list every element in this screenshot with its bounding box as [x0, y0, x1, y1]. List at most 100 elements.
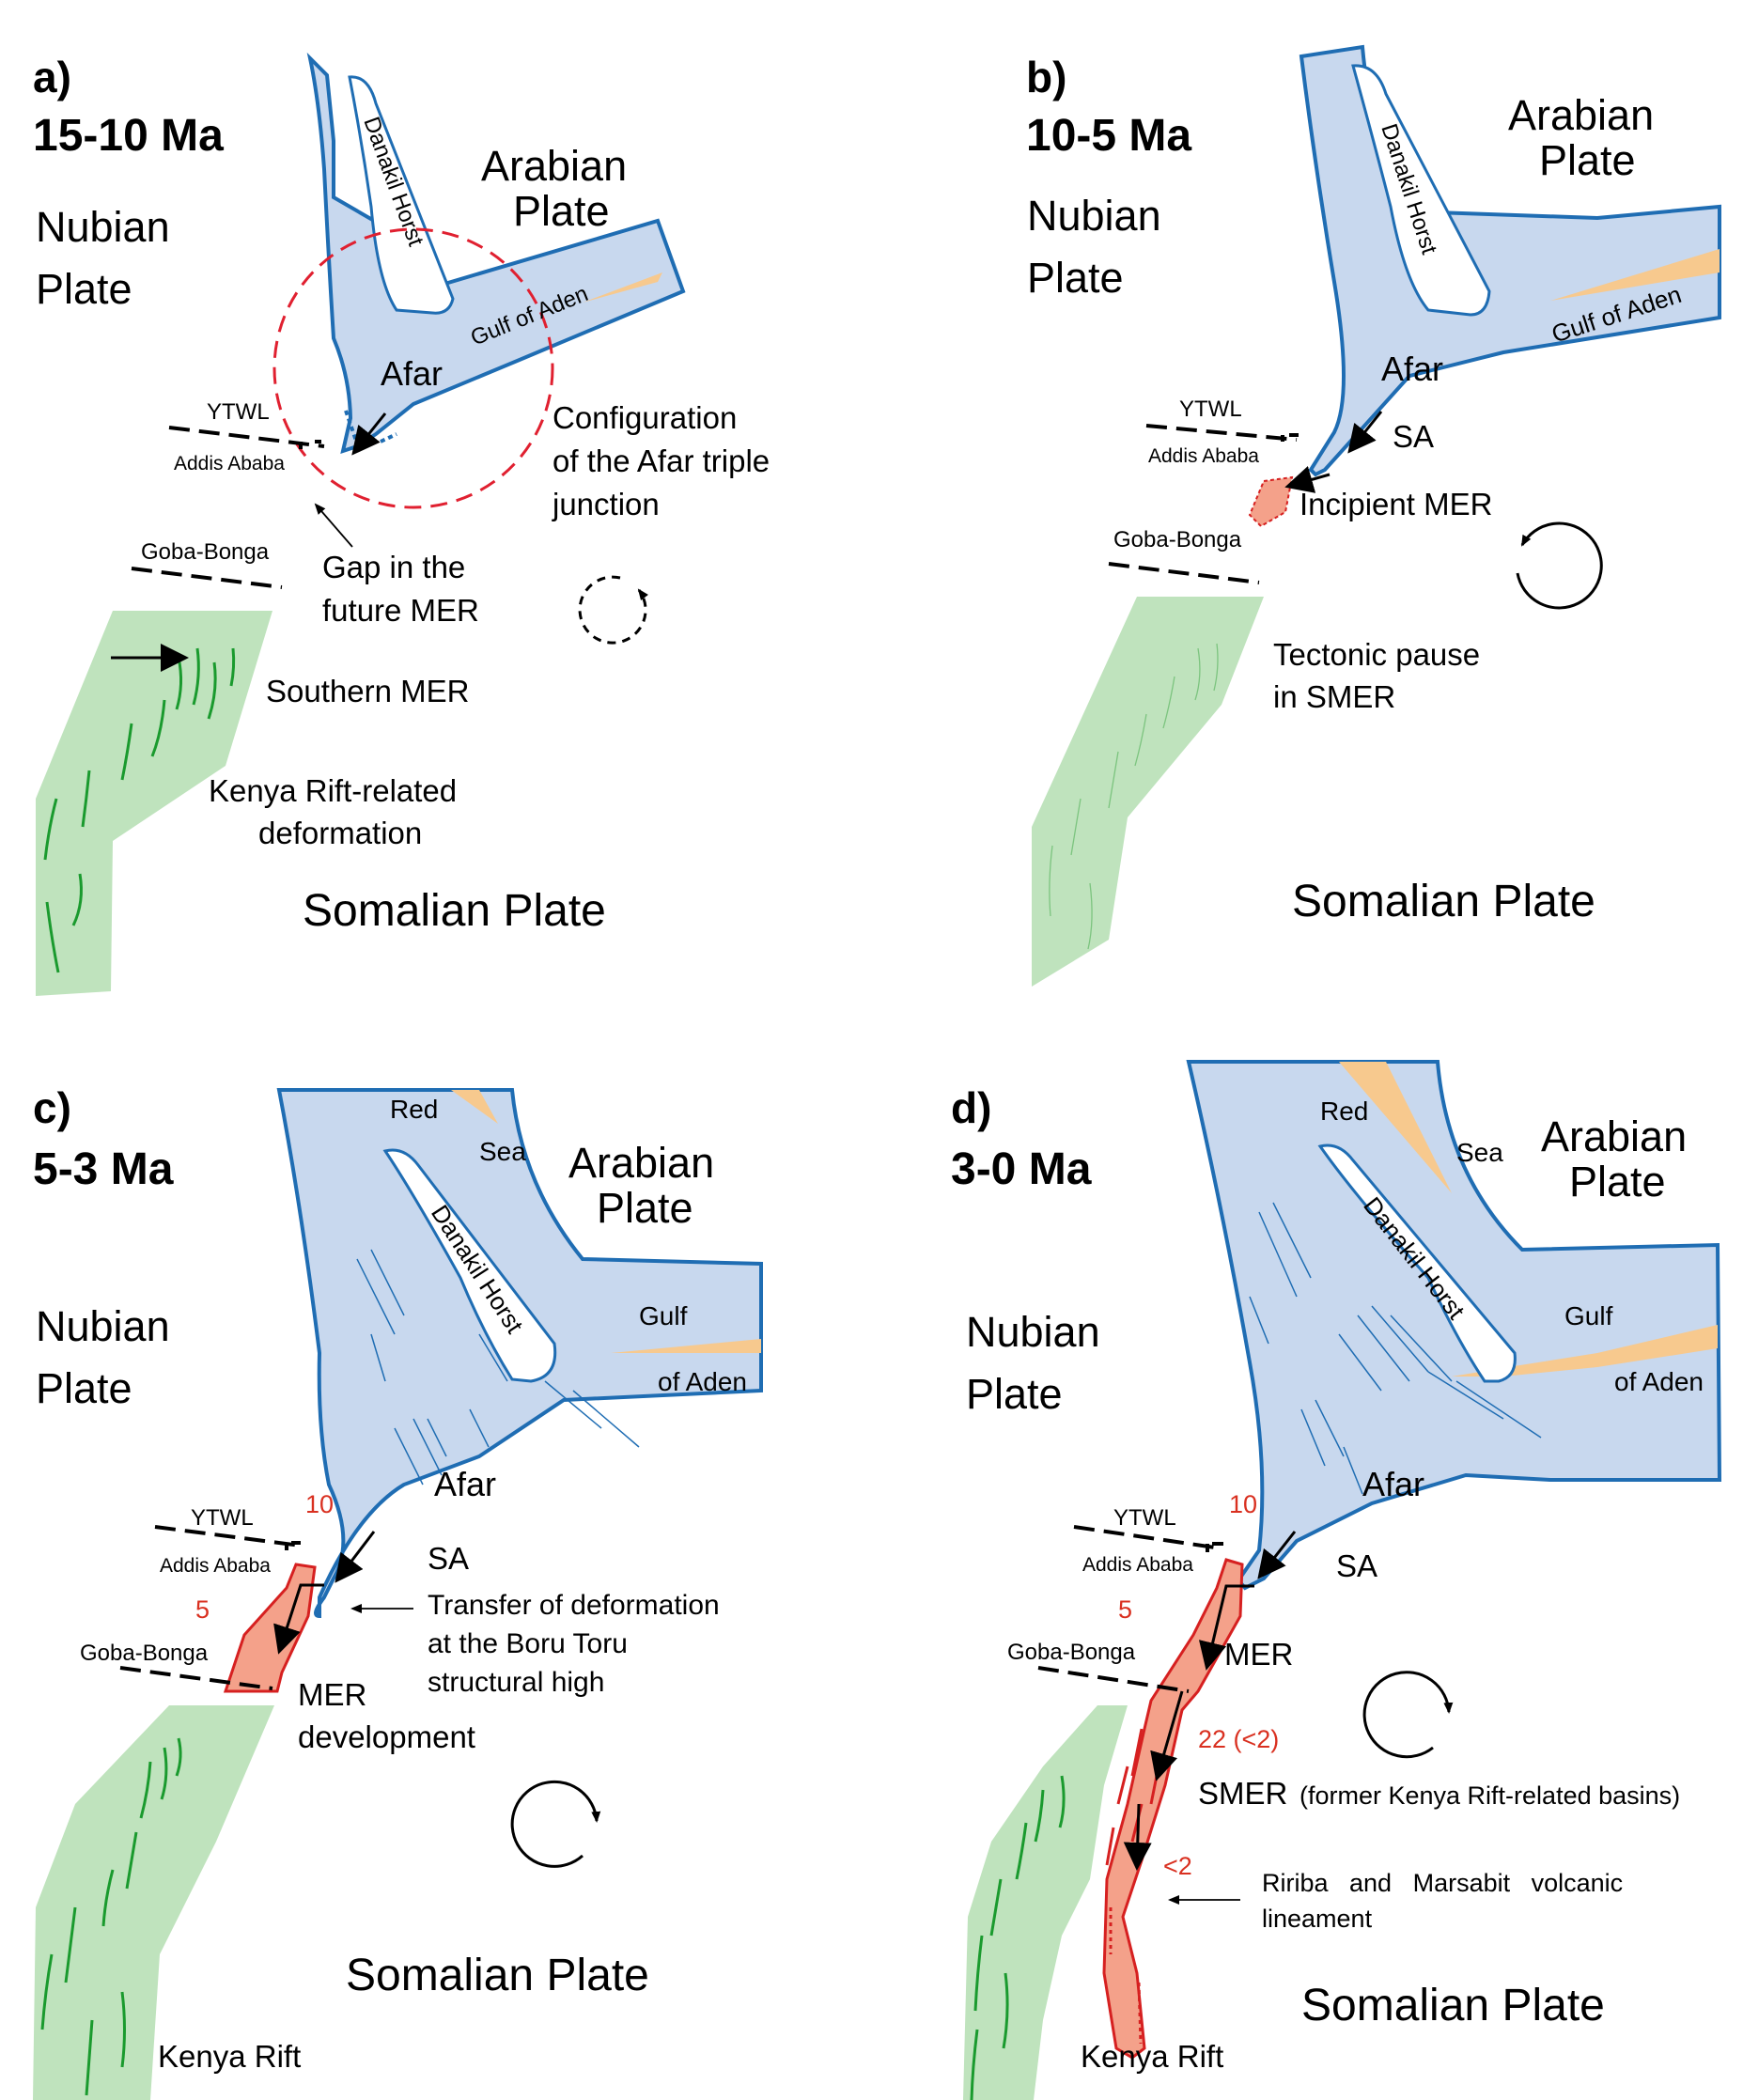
ytwl-line-b — [1145, 424, 1298, 442]
ytwl-a: YTWL — [207, 399, 270, 425]
arabian-plate-b-2: Plate — [1539, 136, 1636, 184]
nubian-plate-c-1: Nubian — [36, 1302, 170, 1350]
rotation-d — [1362, 1671, 1454, 1759]
panel-b: b) 10-5 Ma Nubian Plate Arabian Plate Da… — [1026, 44, 1721, 987]
panel-d: d) 3-0 Ma Red Sea Nubian Plate Arabian P… — [951, 1060, 1722, 2100]
incipient-arrow — [1284, 465, 1331, 493]
ytwl-c: YTWL — [191, 1505, 254, 1531]
ytwl-step-c — [285, 1541, 301, 1550]
incipient-mer-b: Incipient MER — [1299, 487, 1492, 521]
rotation-b — [1516, 521, 1603, 610]
incipient-mer-zone — [1248, 475, 1294, 528]
extension-arrow — [351, 412, 387, 456]
panel-c-label: c) — [33, 1083, 71, 1132]
ytwl-line — [168, 426, 325, 448]
kenya-rift-zone-c — [33, 1705, 274, 2100]
gap-pointer — [314, 503, 353, 548]
age-22-d: 22 (<2) — [1198, 1725, 1279, 1753]
danakil-horst — [348, 75, 455, 315]
afar-faults-c — [356, 1249, 640, 1486]
rotation-c — [510, 1780, 601, 1868]
panel-a-label: a) — [33, 53, 71, 101]
age-10-d: 10 — [1229, 1490, 1257, 1518]
kenya-a-2: deformation — [258, 816, 422, 850]
blue-dashed-2 — [380, 432, 397, 443]
kenya-rift-zone-d — [963, 1705, 1128, 2100]
sea-d: Sea — [1456, 1138, 1503, 1167]
transfer-arrow-c — [273, 1583, 324, 1655]
ytwl-line-d — [1073, 1525, 1222, 1550]
mer-c-1: MER — [298, 1677, 366, 1712]
config-a-3: junction — [552, 487, 660, 521]
afar-rift-area — [306, 52, 686, 455]
panel-c-age: 5-3 Ma — [33, 1144, 174, 1194]
red-d: Red — [1320, 1097, 1368, 1126]
age-5-d: 5 — [1118, 1595, 1132, 1624]
addis-ababa-b: Addis Ababa — [1148, 445, 1259, 467]
ririba-d-2: lineament — [1262, 1905, 1373, 1933]
kenya-rift-zone-b — [1032, 597, 1264, 987]
afar-faults-d — [1249, 1202, 1542, 1495]
arabian-plate-c-1: Arabian — [568, 1139, 714, 1187]
extension-arrow-c — [335, 1531, 376, 1583]
ytwl-line-c — [154, 1525, 302, 1548]
afar-d: Afar — [1362, 1465, 1424, 1503]
red-c: Red — [390, 1095, 438, 1124]
kenya-faults-c — [40, 1737, 182, 2096]
goba-bonga-line-c — [119, 1666, 273, 1690]
transfer-c-2: at the Boru Toru — [428, 1628, 628, 1659]
config-a-1: Configuration — [552, 400, 737, 435]
smer-d: SMER — [1198, 1776, 1287, 1811]
smer-note-d: (former Kenya Rift-related basins) — [1299, 1781, 1680, 1810]
gulf-oceanic-d — [1452, 1325, 1718, 1377]
panel-b-age: 10-5 Ma — [1026, 111, 1191, 161]
danakil-horst-d — [1317, 1143, 1517, 1383]
panel-d-age: 3-0 Ma — [951, 1144, 1092, 1194]
afar-a: Afar — [381, 354, 443, 393]
gulf-oceanic-c — [611, 1339, 761, 1353]
red-sea-oceanic-c — [451, 1090, 498, 1124]
ytwl-step-b — [1281, 433, 1299, 442]
nubian-plate-c-2: Plate — [36, 1364, 132, 1412]
rotation-dashed — [578, 575, 649, 645]
gulf-d-1: Gulf — [1564, 1301, 1613, 1330]
gulf-c-1: Gulf — [639, 1301, 688, 1330]
nubian-plate-b-1: Nubian — [1027, 192, 1161, 240]
ytwl-b: YTWL — [1179, 397, 1242, 422]
age-lt2-d: <2 — [1163, 1852, 1192, 1880]
kenya-rift-d: Kenya Rift — [1081, 2039, 1223, 2074]
afar-c: Afar — [434, 1465, 496, 1503]
somalian-plate-c: Somalian Plate — [346, 1951, 649, 2000]
smer-arrow-d1 — [1150, 1690, 1184, 1781]
nubian-plate-a-1: Nubian — [36, 203, 170, 251]
kenya-faults — [43, 647, 236, 973]
pause-b-1: Tectonic pause — [1273, 637, 1480, 672]
nubian-plate-a-2: Plate — [36, 265, 132, 313]
age-10-c: 10 — [305, 1490, 334, 1518]
panel-a: a) 15-10 Ma Nubian Plate Arabian Plate D… — [33, 52, 770, 996]
mer-d: MER — [1224, 1637, 1293, 1672]
extension-arrow-d — [1257, 1531, 1297, 1579]
goba-bonga-line-b — [1108, 562, 1260, 584]
sa-d: SA — [1336, 1548, 1377, 1583]
addis-ababa-d: Addis Ababa — [1082, 1554, 1193, 1576]
afar-b: Afar — [1381, 350, 1443, 388]
nubian-plate-b-2: Plate — [1027, 254, 1124, 302]
kenya-a-1: Kenya Rift-related — [209, 773, 457, 808]
panel-b-label: b) — [1026, 53, 1066, 101]
arabian-plate-d-2: Plate — [1569, 1158, 1666, 1206]
gulf-oceanic-b — [1550, 249, 1720, 301]
kenya-faults-b — [1049, 643, 1219, 950]
mer-c-2: development — [298, 1719, 475, 1754]
panel-d-label: d) — [951, 1083, 991, 1132]
somalian-plate-a: Somalian Plate — [303, 886, 606, 936]
goba-bonga-a: Goba-Bonga — [141, 539, 270, 565]
arabian-plate-a-1: Arabian — [481, 142, 627, 190]
addis-ababa-a: Addis Ababa — [174, 453, 285, 474]
danakil-horst-b — [1351, 64, 1491, 317]
ririba-d-1: Ririba and Marsabit volcanic — [1262, 1869, 1623, 1897]
somalian-plate-b: Somalian Plate — [1292, 877, 1595, 926]
gap-a-1: Gap in the — [322, 550, 465, 584]
sa-b: SA — [1393, 419, 1434, 454]
extension-arrow-b — [1347, 411, 1383, 454]
